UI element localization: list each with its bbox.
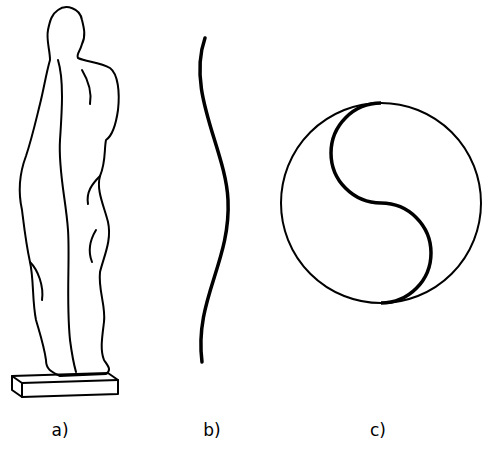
panel-label: b) [203, 422, 220, 439]
statue-contour [88, 176, 100, 204]
panel-label: c) [370, 422, 386, 439]
statue-outline [20, 7, 119, 376]
statue-contour [90, 230, 96, 262]
s-curve-in-circle [331, 103, 431, 303]
statue-contour [58, 60, 76, 372]
statue-contour [30, 262, 42, 300]
statue-figure [12, 7, 119, 397]
statue-contour [82, 70, 91, 104]
panel-label: a) [51, 422, 68, 439]
s-curve [200, 38, 228, 362]
statue-base-edge [12, 376, 118, 397]
circle-outline [281, 103, 481, 303]
